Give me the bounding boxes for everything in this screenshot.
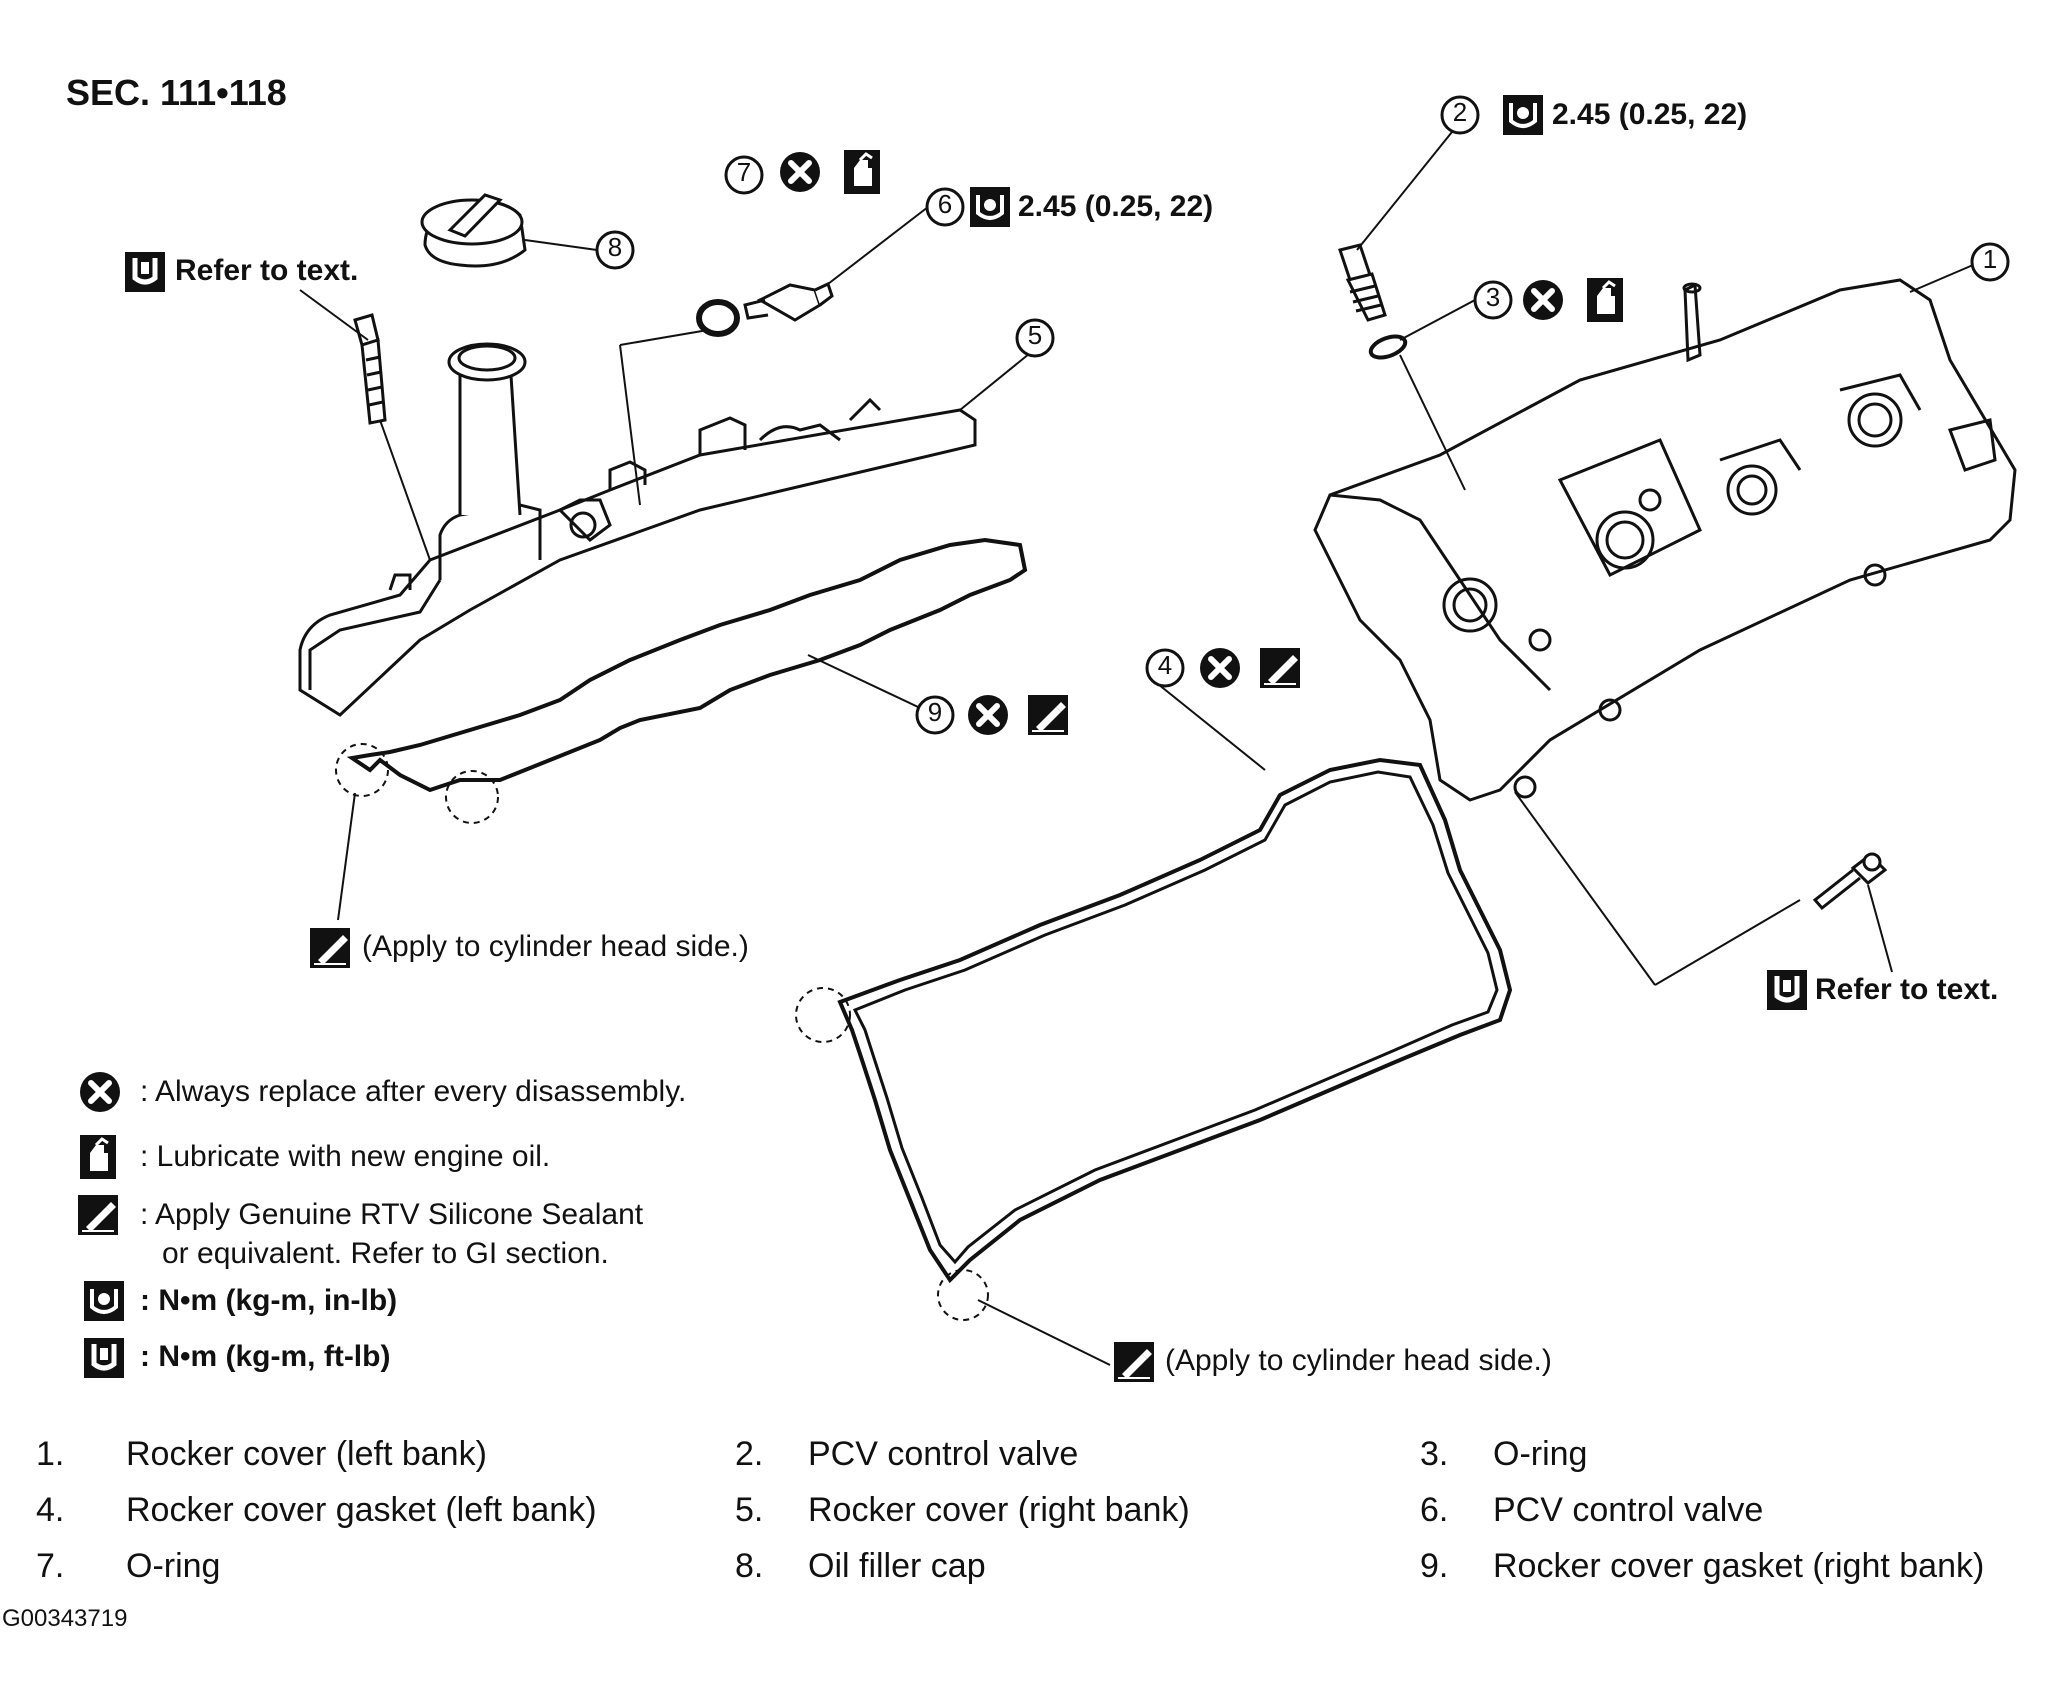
part-number: 2. bbox=[735, 1435, 764, 1473]
part-name: O-ring bbox=[126, 1547, 221, 1585]
torque-wrench-icon bbox=[1767, 970, 1807, 1010]
gasket-right-bank bbox=[346, 537, 1028, 793]
torque-icon bbox=[82, 1279, 126, 1323]
pcv-valve-2 bbox=[1338, 243, 1387, 322]
o-ring-7 bbox=[696, 299, 740, 337]
part-name: PCV control valve bbox=[1493, 1491, 1764, 1529]
torque-spec-pcv-valve-6: 2.45 (0.25, 22) bbox=[1018, 190, 1214, 223]
replace-icon bbox=[1523, 280, 1563, 320]
callout-circles bbox=[595, 95, 2010, 735]
part-name: Rocker cover gasket (right bank) bbox=[1493, 1547, 1985, 1585]
replace-icon bbox=[1200, 648, 1240, 688]
callout-2: 2 bbox=[1452, 97, 1468, 127]
sealant-icon bbox=[309, 927, 351, 969]
part-name: Oil filler cap bbox=[808, 1547, 986, 1585]
part-name: Rocker cover (right bank) bbox=[808, 1491, 1190, 1529]
part-number: 7. bbox=[36, 1547, 65, 1585]
bolt-right bbox=[1812, 852, 1888, 911]
callout-5: 5 bbox=[1027, 320, 1043, 350]
lubricate-icon bbox=[1585, 276, 1625, 324]
part-name: PCV control valve bbox=[808, 1435, 1079, 1473]
torque-icon bbox=[968, 185, 1012, 229]
replace-icon bbox=[780, 152, 820, 192]
callout-6: 6 bbox=[937, 189, 953, 219]
legend-lubricate: : Lubricate with new engine oil. bbox=[140, 1140, 551, 1173]
section-number: SEC. 111•118 bbox=[66, 72, 287, 113]
part-number: 9. bbox=[1420, 1547, 1449, 1585]
callout-3: 3 bbox=[1485, 282, 1501, 312]
sealant-icon bbox=[1113, 1341, 1155, 1383]
callout-4: 4 bbox=[1157, 650, 1173, 680]
torque-wrench-icon bbox=[125, 252, 165, 292]
apply-note-right-bank: (Apply to cylinder head side.) bbox=[362, 930, 749, 963]
sealant-icon bbox=[1259, 647, 1301, 689]
callout-8: 8 bbox=[607, 232, 623, 262]
legend-sealant-line2: or equivalent. Refer to GI section. bbox=[162, 1237, 609, 1270]
o-ring-3 bbox=[1368, 334, 1408, 360]
sealant-icon bbox=[1027, 694, 1069, 736]
callout-1: 1 bbox=[1982, 244, 1998, 274]
torque-icon bbox=[1501, 93, 1545, 137]
lubricate-icon bbox=[842, 148, 882, 196]
lubricate-icon bbox=[78, 1133, 118, 1181]
oil-filler-cap bbox=[420, 193, 527, 268]
legend-replace: : Always replace after every disassembly… bbox=[140, 1075, 687, 1108]
part-number: 3. bbox=[1420, 1435, 1449, 1473]
part-number: 6. bbox=[1420, 1491, 1449, 1529]
refer-to-text-left: Refer to text. bbox=[175, 254, 359, 287]
sealant-icon bbox=[77, 1194, 119, 1236]
replace-icon bbox=[80, 1072, 120, 1112]
legend-torque-inlb: : N•m (kg-m, in-lb) bbox=[140, 1284, 398, 1317]
part-name: O-ring bbox=[1493, 1435, 1588, 1473]
part-number: 4. bbox=[36, 1491, 65, 1529]
callout-9: 9 bbox=[927, 697, 943, 727]
pcv-valve-6 bbox=[743, 281, 834, 322]
bolt-left bbox=[353, 313, 387, 425]
part-name: Rocker cover (left bank) bbox=[126, 1435, 487, 1473]
leader-lines bbox=[299, 121, 1981, 1366]
replace-icon bbox=[968, 695, 1008, 735]
callout-7: 7 bbox=[736, 157, 752, 187]
rocker-cover-left-bank bbox=[1313, 278, 2017, 802]
refer-to-text-right: Refer to text. bbox=[1815, 973, 1999, 1006]
part-number: 1. bbox=[36, 1435, 65, 1473]
figure-code: G00343719 bbox=[2, 1605, 128, 1632]
part-number: 5. bbox=[735, 1491, 764, 1529]
legend-sealant-line1: : Apply Genuine RTV Silicone Sealant bbox=[140, 1198, 644, 1231]
part-name: Rocker cover gasket (left bank) bbox=[126, 1491, 597, 1529]
part-number: 8. bbox=[735, 1547, 764, 1585]
torque-wrench-icon bbox=[84, 1338, 124, 1378]
apply-note-left-bank: (Apply to cylinder head side.) bbox=[1165, 1344, 1552, 1377]
legend-torque-ftlb: : N•m (kg-m, ft-lb) bbox=[140, 1340, 391, 1373]
torque-spec-pcv-valve-2: 2.45 (0.25, 22) bbox=[1552, 98, 1748, 131]
gasket-left-bank bbox=[837, 757, 1513, 1284]
rocker-cover-right-bank bbox=[298, 342, 977, 717]
